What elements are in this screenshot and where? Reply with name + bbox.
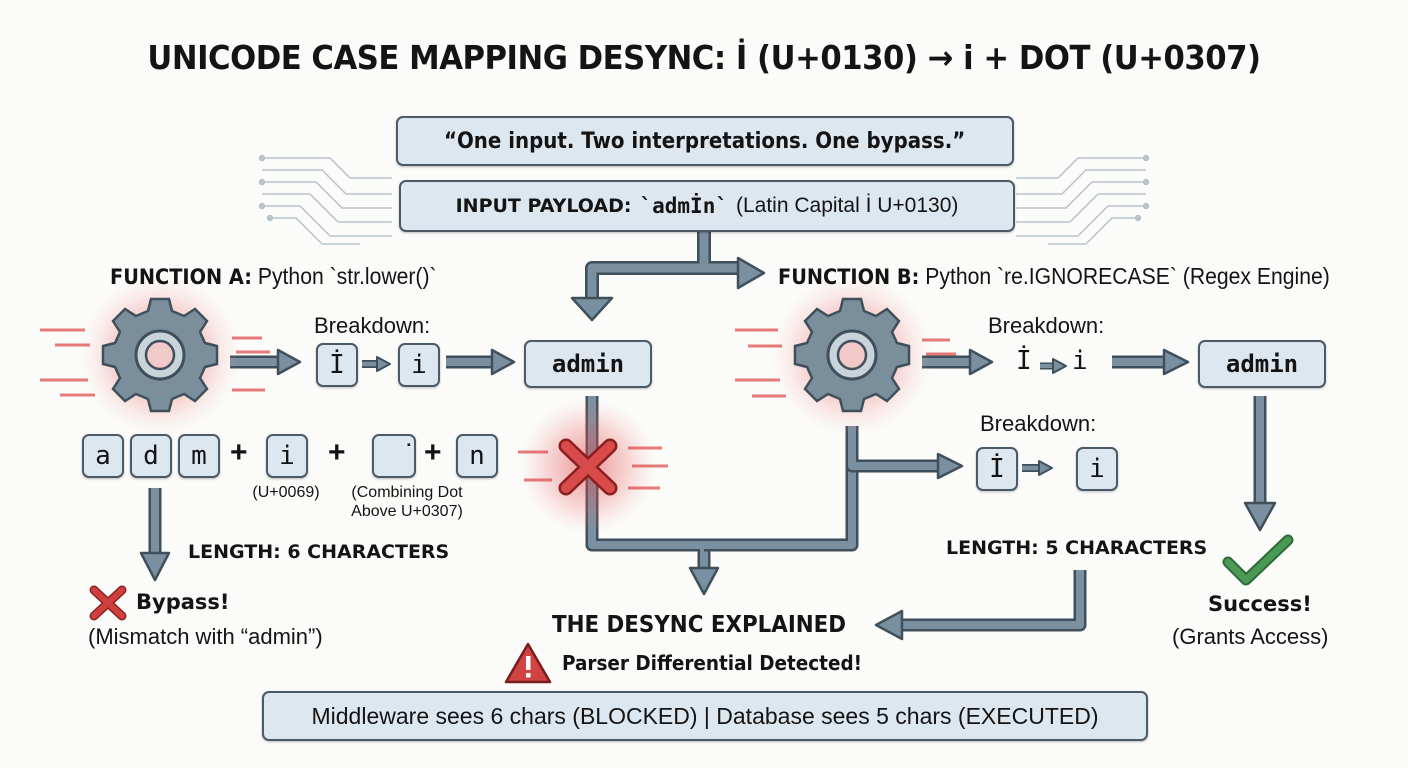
function-b-heading: FUNCTION B: Python `re.IGNORECASE` (Rege… [778,263,1330,290]
function-b-from-char: İ [1016,346,1032,376]
function-b-to-char-2: i [1076,447,1118,491]
function-a-result-text: admin [551,350,625,378]
function-b-label: FUNCTION B: [778,265,920,289]
plus-3: + [424,436,442,469]
function-b-name: Python `re.IGNORECASE` (Regex Engine) [925,263,1330,289]
arrow-b-to-result [1112,348,1190,376]
function-a-result: admin [524,340,652,388]
arrow-a-gear-to-breakdown [230,348,302,376]
function-b-outcome: Success! [1208,592,1312,616]
char-m: m [178,434,220,478]
flow-arrows [139,232,1277,641]
char-combining-dot: ̇ [372,434,416,478]
arrow-b-branch [845,426,964,480]
arrow-input-split [570,232,766,322]
char-a: a [82,434,124,478]
char-i: i [266,434,308,478]
function-b-breakdown-label: Breakdown: [988,313,1105,338]
tagline-text: “One input. Two interpretations. One byp… [444,128,966,154]
circuit-traces-left [258,154,392,245]
gear-a-icon [40,275,270,435]
input-payload-box: INPUT PAYLOAD: `admİn` (Latin Capital İ … [399,180,1015,232]
char-d: d [130,434,172,478]
footer-summary-box: Middleware sees 6 chars (BLOCKED) | Data… [262,691,1148,741]
function-a-length: LENGTH: 6 CHARACTERS [188,541,450,563]
function-b-to-char: i [1072,346,1088,376]
arrow-a-small [362,356,391,372]
function-b-from-char-2: İ [976,447,1018,491]
input-payload-code: `admİn` [639,194,728,218]
gear-b-icon [735,275,956,435]
function-a-to-char: i [398,343,440,387]
circuit-traces-right [1016,154,1150,245]
footer-summary-text: Middleware sees 6 chars (BLOCKED) | Data… [311,702,1099,729]
dot-note: (Combining Dot Above U+0307) [332,483,482,521]
plus-1: + [230,436,248,469]
function-a-breakdown-label: Breakdown: [314,313,431,338]
function-a-from-char: İ [316,343,358,387]
dot-note-line-2: Above U+0307) [351,503,463,520]
dot-note-line-1: (Combining Dot [351,484,463,501]
page-title: UNICODE CASE MAPPING DESYNC: İ (U+0130) … [147,38,1261,77]
warning-icon [504,642,552,684]
arrow-b-small [1040,358,1067,374]
function-b-outcome-note: (Grants Access) [1172,624,1329,649]
desync-heading: THE DESYNC EXPLAINED [552,612,847,638]
function-b-length: LENGTH: 5 CHARACTERS [946,537,1208,559]
function-a-heading: FUNCTION A: Python `str.lower()` [110,263,437,290]
function-a-outcome: Bypass! [136,590,230,614]
function-b-breakdown2-label: Breakdown: [980,411,1097,436]
char-n: n [456,434,498,478]
char-i-note: (U+0069) [252,484,320,501]
input-payload-note: (Latin Capital İ U+0130) [736,194,959,217]
success-check-icon [1222,534,1294,586]
function-b-result-text: admin [1225,350,1299,378]
arrow-a-to-result [446,348,516,376]
arrow-b-length-to-desync [874,570,1087,641]
arrow-b-result-down [1243,396,1277,532]
function-a-label: FUNCTION A: [110,265,252,289]
bypass-x-icon [89,585,127,621]
function-a-name: Python `str.lower()` [257,263,437,289]
tagline-box: “One input. Two interpretations. One byp… [396,116,1014,166]
function-b-result: admin [1198,340,1326,388]
arrow-b-small-2 [1022,460,1053,476]
input-payload-label: INPUT PAYLOAD: [455,195,632,217]
char-combining-dot-glyph: ̇ [387,440,401,470]
desync-warning: Parser Differential Detected! [562,651,863,675]
function-a-outcome-note: (Mismatch with “admin”) [88,624,323,649]
blocked-x-icon [518,398,668,534]
arrow-a-down [139,488,171,582]
plus-2: + [328,436,346,469]
